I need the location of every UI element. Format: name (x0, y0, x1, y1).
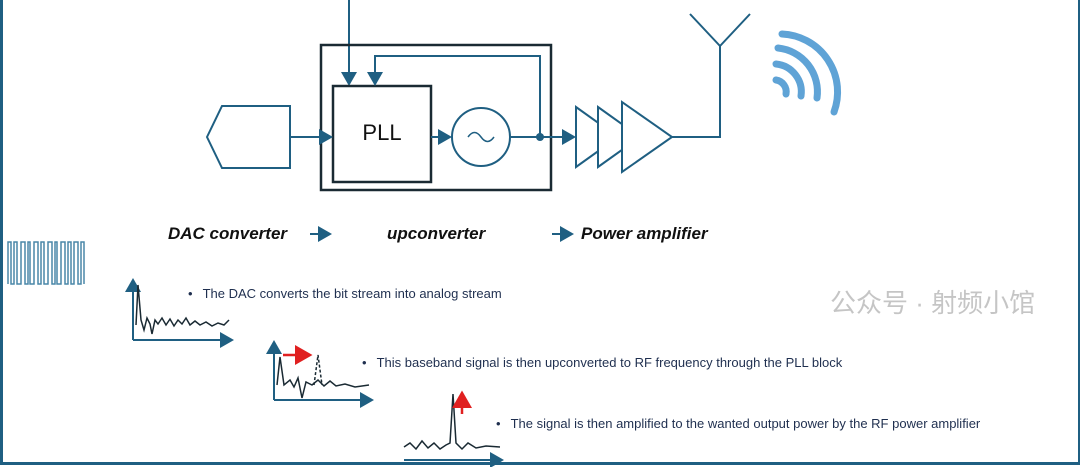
bullet-dac: The DAC converts the bit stream into ana… (188, 286, 502, 301)
pll-block (331, 84, 433, 184)
stage-label-dac: DAC converter (168, 224, 288, 243)
bullet-amplify: The signal is then amplified to the want… (496, 416, 981, 431)
power-amplifier-icon (575, 100, 674, 174)
stage-label-power-amplifier: Power amplifier (581, 224, 708, 243)
spectrum-plot-dac (125, 278, 234, 348)
bitstream-icon (7, 241, 85, 285)
bullet-upconvert: This baseband signal is then upconverted… (362, 355, 843, 370)
stage-label-upconverter: upconverter (387, 224, 486, 243)
wireless-waves-icon (772, 30, 842, 116)
feedback-loop (367, 55, 541, 137)
spectrum-trace (403, 393, 501, 451)
watermark-text: 公众号 · 射频小馆 (830, 288, 1036, 318)
watermark: 公众号 · 射频小馆 (830, 288, 1035, 318)
oscillator-icon (451, 107, 511, 167)
spectrum-plot-upconverted (266, 340, 374, 408)
antenna-icon (672, 13, 751, 138)
spectrum-trace (135, 284, 230, 335)
spectrum-trace (276, 356, 370, 399)
upconverter-box (319, 43, 553, 192)
spectrum-plot-amplified (403, 390, 504, 467)
dac-block (205, 105, 291, 169)
pll-label: PLL (362, 120, 402, 145)
shifted-peak-trace (313, 354, 323, 386)
